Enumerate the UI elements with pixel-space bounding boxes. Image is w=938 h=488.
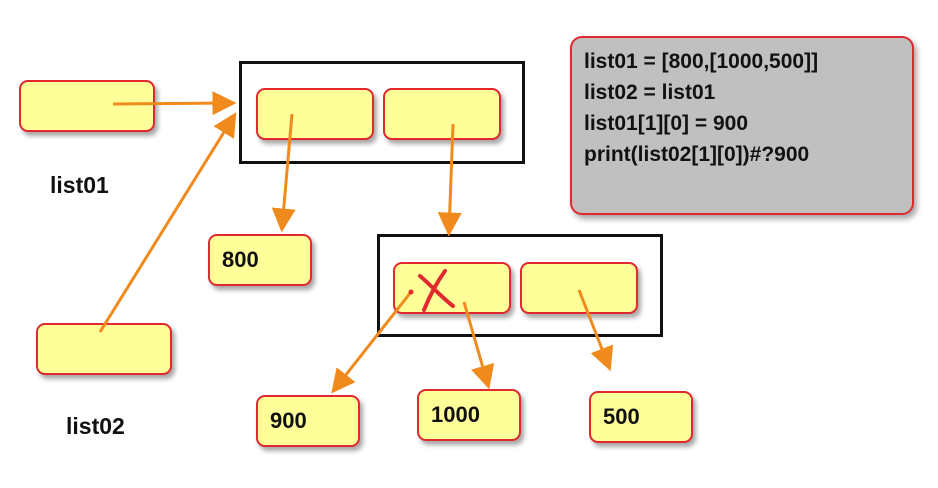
list01-label: list01 (50, 172, 109, 198)
arrow-cell1-to-inner-list (437, 123, 462, 237)
inner-list-cell-0 (393, 262, 511, 314)
list01-variable-box (19, 80, 155, 132)
value-800-text: 800 (222, 247, 259, 272)
arrow-inner-cell0-to-900 (331, 291, 413, 394)
outer-list-cell-0 (256, 88, 374, 140)
arrow-list02-to-outer-list (98, 112, 237, 333)
arrow-cell0-to-800 (271, 113, 296, 233)
arrow-list01-to-outer-list (112, 91, 237, 116)
inner-list-cell-1 (520, 262, 638, 314)
value-500-text: 500 (603, 404, 640, 429)
list02-label: list02 (66, 413, 125, 439)
code-line-4: print(list02[1][0])#?900 (584, 143, 810, 166)
code-panel: list01 = [800,[1000,500]] list02 = list0… (570, 36, 914, 215)
value-500-box: 500 (589, 391, 693, 443)
inner-list-frame (377, 234, 663, 337)
list02-variable-box (36, 323, 172, 375)
arrow-inner-cell0-to-1000 (462, 301, 495, 390)
value-900-text: 900 (270, 408, 307, 433)
code-line-1: list01 = [800,[1000,500]] (584, 50, 819, 73)
cross-mark-icon (418, 269, 455, 312)
pointer-dot-icon (408, 289, 414, 295)
outer-list-cell-1 (383, 88, 501, 140)
value-1000-box: 1000 (417, 389, 521, 441)
arrow-inner-cell1-to-500 (577, 289, 614, 372)
value-800-box: 800 (208, 234, 312, 286)
code-line-3: list01[1][0] = 900 (584, 112, 749, 135)
code-line-2: list02 = list01 (584, 81, 716, 104)
outer-list-frame (239, 61, 525, 164)
value-900-box: 900 (256, 395, 360, 447)
value-1000-text: 1000 (431, 402, 480, 427)
